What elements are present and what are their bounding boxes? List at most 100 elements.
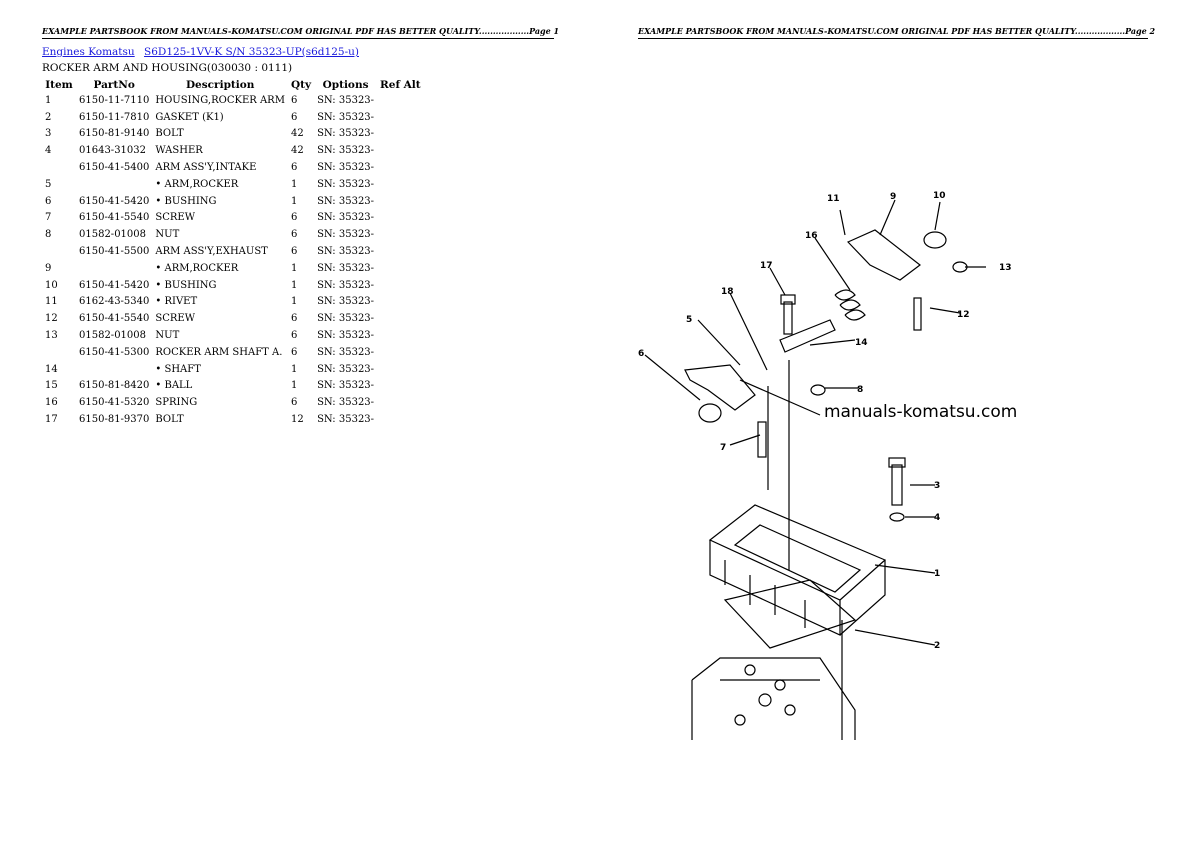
cell-qty: 6 bbox=[290, 162, 298, 174]
cell-ref-alt bbox=[377, 294, 424, 311]
exploded-parts-diagram: 11 9 10 16 17 13 18 12 5 14 6 8 7 3 4 1 … bbox=[638, 191, 1012, 740]
cell-ref-alt bbox=[377, 176, 424, 193]
cell-description: SCREW bbox=[155, 313, 195, 325]
cell-ref-alt bbox=[377, 243, 424, 260]
column-header-options: Options bbox=[322, 78, 369, 91]
cell-item: 1 bbox=[45, 94, 52, 106]
callout-12: 12 bbox=[957, 310, 970, 320]
rocker-arm-intake-drawing bbox=[684, 364, 756, 411]
callout-7: 7 bbox=[720, 443, 726, 453]
column-header-partno: PartNo bbox=[93, 78, 135, 91]
cell-item: 8 bbox=[45, 229, 52, 241]
cell-description: • BUSHING bbox=[155, 195, 217, 207]
cell-ref-alt bbox=[377, 126, 424, 143]
page-header-2: EXAMPLE PARTSBOOK FROM MANUALS-KOMATSU.C… bbox=[638, 26, 1155, 39]
cell-ref-alt bbox=[377, 92, 424, 109]
cell-partno: 6162-43-5340 bbox=[79, 296, 150, 308]
breadcrumb-link-engines[interactable]: Engines Komatsu bbox=[42, 46, 135, 58]
callout-17: 17 bbox=[760, 261, 773, 271]
callout-1: 1 bbox=[934, 569, 940, 579]
cell-partno: 01582-01008 bbox=[79, 330, 147, 342]
cell-item bbox=[42, 344, 76, 361]
cell-item: 17 bbox=[45, 414, 58, 426]
page-title: ROCKER ARM AND HOUSING(030030 : 0111) bbox=[42, 62, 293, 74]
cell-options: SN: 35323- bbox=[317, 111, 375, 123]
breadcrumb: Engines Komatsu S6D125-1VV-K S/N 35323-U… bbox=[42, 46, 365, 58]
cell-partno: 6150-41-5420 bbox=[79, 279, 150, 291]
cell-qty: 6 bbox=[290, 346, 298, 358]
cell-options: SN: 35323- bbox=[317, 363, 375, 375]
cell-options: SN: 35323- bbox=[317, 380, 375, 392]
cell-description: • ARM,ROCKER bbox=[155, 178, 239, 190]
cell-options: SN: 35323- bbox=[317, 246, 375, 258]
cell-qty: 6 bbox=[290, 246, 298, 258]
cell-ref-alt bbox=[377, 361, 424, 378]
rocker-arm-exhaust-drawing bbox=[846, 229, 921, 281]
cell-partno: 6150-41-5420 bbox=[79, 195, 150, 207]
callout-8: 8 bbox=[857, 385, 863, 395]
cell-ref-alt bbox=[377, 210, 424, 227]
cell-qty: 1 bbox=[290, 363, 298, 375]
cell-description: BOLT bbox=[155, 128, 184, 140]
cell-item: 10 bbox=[45, 279, 58, 291]
cell-options: SN: 35323- bbox=[317, 162, 375, 174]
cylinder-head-drawing bbox=[691, 657, 856, 740]
cell-partno: 01582-01008 bbox=[79, 229, 147, 241]
cell-item: 15 bbox=[45, 380, 58, 392]
cell-description: NUT bbox=[155, 229, 180, 241]
column-header-item: Item bbox=[45, 78, 73, 91]
cell-partno bbox=[76, 176, 152, 193]
cell-partno bbox=[76, 361, 152, 378]
breadcrumb-link-model[interactable]: S6D125-1VV-K S/N 35323-UP(s6d125-u) bbox=[144, 46, 359, 58]
cell-ref-alt bbox=[377, 193, 424, 210]
cell-ref-alt bbox=[377, 159, 424, 176]
cell-description: BOLT bbox=[155, 414, 184, 426]
cell-ref-alt bbox=[377, 310, 424, 327]
cell-qty: 6 bbox=[290, 330, 298, 342]
cell-ref-alt bbox=[377, 327, 424, 344]
cell-partno: 6150-41-5500 bbox=[79, 246, 150, 258]
cell-ref-alt bbox=[377, 260, 424, 277]
table-header-row: Item PartNo Description Qty Options Ref … bbox=[42, 77, 424, 92]
column-header-ref-alt: Ref Alt bbox=[380, 78, 421, 91]
cell-qty: 1 bbox=[290, 296, 298, 308]
callout-13: 13 bbox=[999, 263, 1012, 273]
cell-partno: 6150-41-5300 bbox=[79, 346, 150, 358]
cell-ref-alt bbox=[377, 344, 424, 361]
cell-description: ARM ASS'Y,INTAKE bbox=[155, 162, 257, 174]
cell-item: 12 bbox=[45, 313, 58, 325]
callout-18: 18 bbox=[721, 287, 734, 297]
cell-qty: 1 bbox=[290, 195, 298, 207]
cell-item: 7 bbox=[45, 212, 52, 224]
cell-partno: 6150-81-9370 bbox=[79, 414, 150, 426]
cell-options: SN: 35323- bbox=[317, 296, 375, 308]
cell-options: SN: 35323- bbox=[317, 212, 375, 224]
cell-item bbox=[42, 243, 76, 260]
cell-qty: 42 bbox=[290, 145, 304, 157]
cell-options: SN: 35323- bbox=[317, 313, 375, 325]
cell-options: SN: 35323- bbox=[317, 346, 375, 358]
callout-2: 2 bbox=[934, 641, 940, 651]
cell-options: SN: 35323- bbox=[317, 279, 375, 291]
cell-item: 2 bbox=[45, 111, 52, 123]
cell-description: • ARM,ROCKER bbox=[155, 262, 239, 274]
rocker-shaft-drawing bbox=[779, 319, 836, 353]
cell-item: 6 bbox=[45, 195, 52, 207]
cell-qty: 6 bbox=[290, 94, 298, 106]
cell-options: SN: 35323- bbox=[317, 330, 375, 342]
cell-qty: 42 bbox=[290, 128, 304, 140]
callout-11: 11 bbox=[827, 194, 840, 204]
cell-ref-alt bbox=[377, 226, 424, 243]
cell-partno: 6150-11-7110 bbox=[79, 94, 150, 106]
parts-table: Item PartNo Description Qty Options Ref … bbox=[42, 77, 424, 428]
cell-options: SN: 35323- bbox=[317, 94, 375, 106]
